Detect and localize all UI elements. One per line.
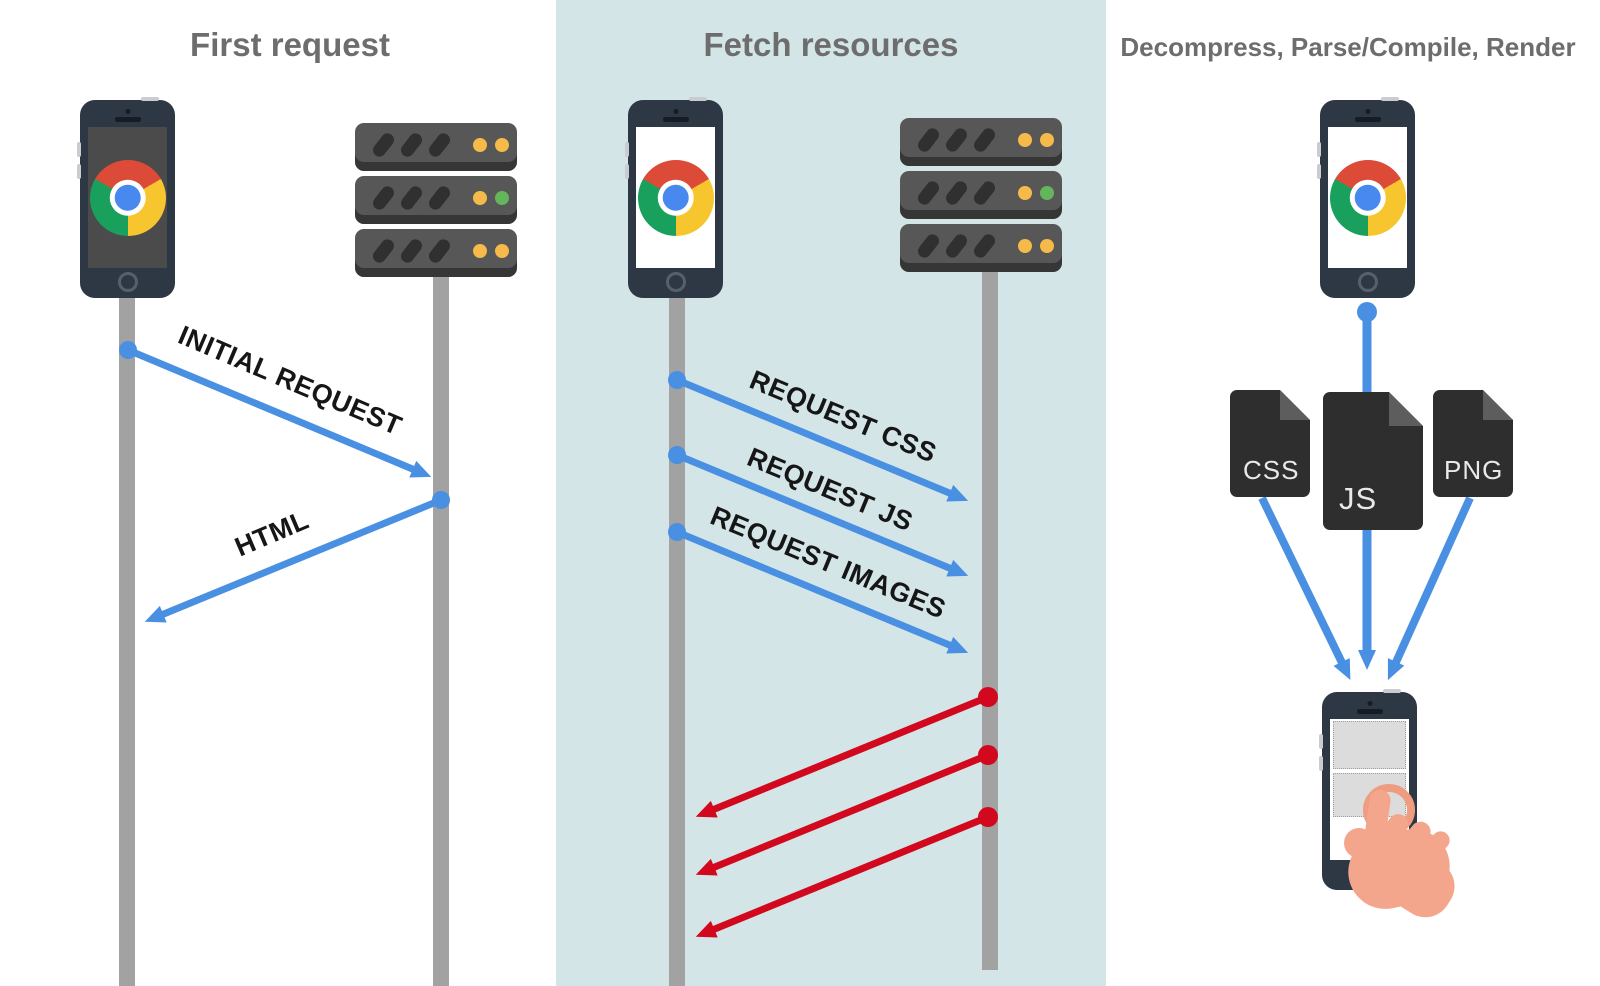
server-vent <box>943 178 970 208</box>
server-rack-unit <box>355 123 517 171</box>
phone-browser-fetch-resources <box>625 97 723 298</box>
phone-side-button <box>1319 734 1323 749</box>
file-fold-corner <box>1483 390 1513 420</box>
phone-home-button <box>1357 272 1378 292</box>
server-vent <box>971 178 998 208</box>
chrome-logo-icon <box>1329 159 1406 236</box>
server-led <box>495 244 509 258</box>
server-rack-unit <box>355 176 517 224</box>
server-vent <box>915 178 942 208</box>
file-icon-js: JS <box>1323 392 1423 530</box>
phone-home-button <box>117 272 138 292</box>
file-icon-css: CSS <box>1230 390 1310 497</box>
server-led <box>473 191 487 205</box>
phone-camera-dot <box>125 109 130 114</box>
server-vent <box>398 130 425 160</box>
server-led <box>495 138 509 152</box>
server-vent <box>370 236 397 266</box>
chrome-logo-icon <box>637 159 714 236</box>
server-vent <box>398 183 425 213</box>
server-vent <box>370 130 397 160</box>
server-led <box>473 244 487 258</box>
phone-side-button <box>77 164 81 179</box>
phone-power-button <box>141 97 159 101</box>
phone-speaker <box>1356 709 1383 714</box>
phone-side-button <box>625 142 629 157</box>
timeline-browser-fetch <box>669 296 685 986</box>
phone-screen-white <box>1328 127 1407 268</box>
server-led-green <box>495 191 509 205</box>
file-label-png: PNG <box>1444 455 1504 485</box>
server-rack-unit <box>900 224 1062 272</box>
phone-side-button <box>1317 142 1321 157</box>
file-fold-corner <box>1280 390 1310 420</box>
label-initial-request: INITIAL REQUEST <box>174 319 407 442</box>
server-led <box>1018 133 1032 147</box>
server-fetch-resources <box>900 118 1062 277</box>
server-led <box>1018 239 1032 253</box>
server-vent <box>971 125 998 155</box>
server-led <box>1040 133 1054 147</box>
file-label-js: JS <box>1339 481 1378 516</box>
server-vent <box>915 125 942 155</box>
phone-side-button <box>625 164 629 179</box>
arrow-browser-to-files-dot <box>1357 302 1377 322</box>
wireframe-block <box>1333 721 1406 769</box>
server-vent <box>426 236 453 266</box>
server-vent <box>915 231 942 261</box>
phone-speaker <box>662 117 689 122</box>
timeline-server-fetch <box>982 271 998 970</box>
server-led <box>1040 239 1054 253</box>
phone-side-button <box>1317 164 1321 179</box>
server-rack-unit <box>355 229 517 277</box>
timeline-server-first <box>433 275 449 986</box>
server-vent <box>943 125 970 155</box>
phone-browser-render <box>1317 97 1415 298</box>
chrome-logo-icon <box>89 159 166 236</box>
server-rack-unit <box>900 118 1062 166</box>
server-first-request <box>355 123 517 282</box>
server-vent <box>943 231 970 261</box>
phone-browser-first-request <box>77 97 175 298</box>
phone-power-button <box>1383 689 1401 693</box>
server-vent <box>426 130 453 160</box>
server-vent <box>426 183 453 213</box>
server-vent <box>370 183 397 213</box>
phone-camera-dot <box>673 109 678 114</box>
phone-speaker <box>114 117 141 122</box>
server-vent <box>398 236 425 266</box>
file-label-css: CSS <box>1243 455 1300 485</box>
phone-camera-dot <box>1367 701 1372 706</box>
phone-side-button <box>1319 756 1323 771</box>
file-fold-corner <box>1389 392 1423 426</box>
server-led <box>1018 186 1032 200</box>
panel-title-fetch-resources: Fetch resources <box>703 26 959 63</box>
phone-power-button <box>1381 97 1399 101</box>
phone-screen-white <box>636 127 715 268</box>
phone-side-button <box>77 142 81 157</box>
panel-title-first-request: First request <box>190 26 390 63</box>
phone-speaker <box>1354 117 1381 122</box>
label-html: HTML <box>230 504 314 563</box>
panel-title-decompress-parse-render: Decompress, Parse/Compile, Render <box>1120 32 1576 62</box>
server-led-green <box>1040 186 1054 200</box>
server-rack-unit <box>900 171 1062 219</box>
phone-home-button <box>665 272 686 292</box>
timeline-browser-first <box>119 296 135 986</box>
phone-power-button <box>689 97 707 101</box>
phone-screen-dark <box>88 127 167 268</box>
server-led <box>473 138 487 152</box>
file-icon-png: PNG <box>1433 390 1513 497</box>
server-vent <box>971 231 998 261</box>
phone-camera-dot <box>1365 109 1370 114</box>
